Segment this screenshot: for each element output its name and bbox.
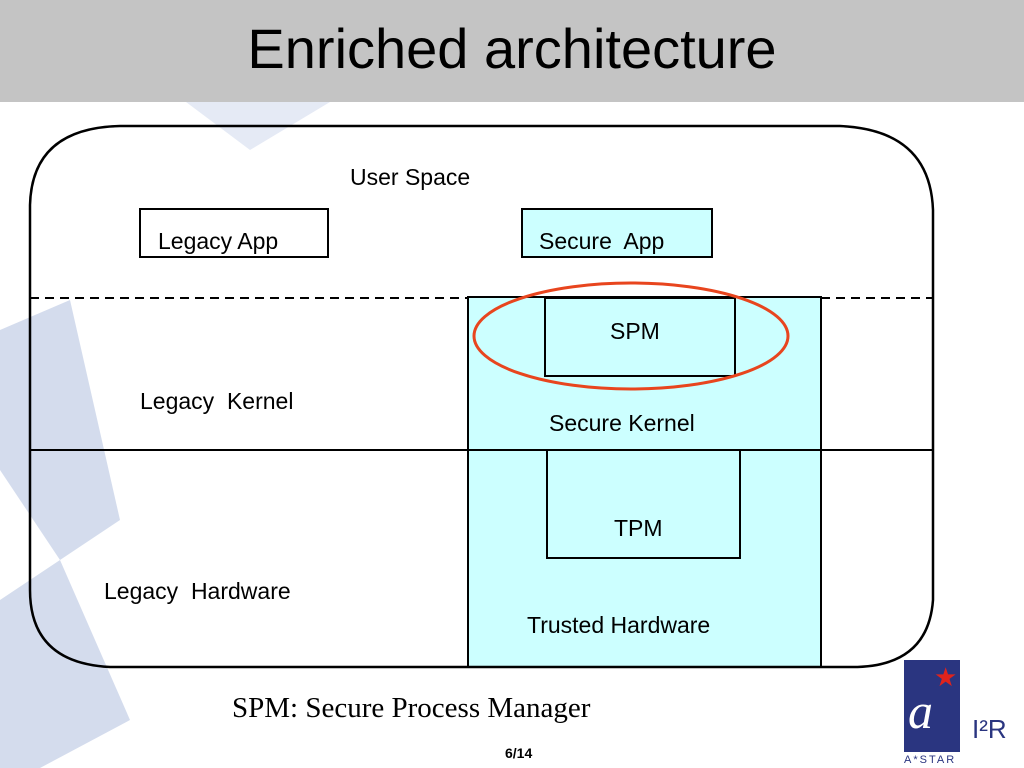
logo-mark: a ★ (904, 660, 960, 752)
logo-brand-text: I²R (972, 714, 1007, 744)
logo-a-glyph: a (908, 683, 933, 739)
legacy-app-box (139, 208, 329, 258)
spm-highlight-ellipse (472, 281, 790, 391)
legacy-kernel-label: Legacy Kernel (140, 388, 294, 414)
tpm-box (546, 449, 741, 559)
spm-label: SPM (610, 318, 660, 344)
slide-title: Enriched architecture (247, 17, 777, 80)
title-bar: Enriched architecture (0, 0, 1024, 102)
trusted-hardware-label: Trusted Hardware (527, 612, 711, 638)
spm-box (544, 297, 736, 377)
page-number: 6/14 (505, 745, 533, 761)
secure-app-box (521, 208, 713, 258)
user-space-label: User Space (350, 164, 471, 190)
secure-app-label: Secure App (539, 228, 665, 254)
secure-kernel-label: Secure Kernel (549, 410, 695, 436)
legacy-hardware-label: Legacy Hardware (104, 578, 291, 604)
star-icon: ★ (934, 662, 958, 692)
spm-caption: SPM: Secure Process Manager (232, 692, 591, 724)
legacy-app-label: Legacy App (158, 228, 279, 254)
outer-frame (28, 124, 935, 669)
tpm-label: TPM (614, 515, 663, 541)
astar-i2r-logo: a ★ I²R A*STAR (904, 660, 1024, 768)
logo-sub-text: A*STAR (904, 754, 957, 766)
